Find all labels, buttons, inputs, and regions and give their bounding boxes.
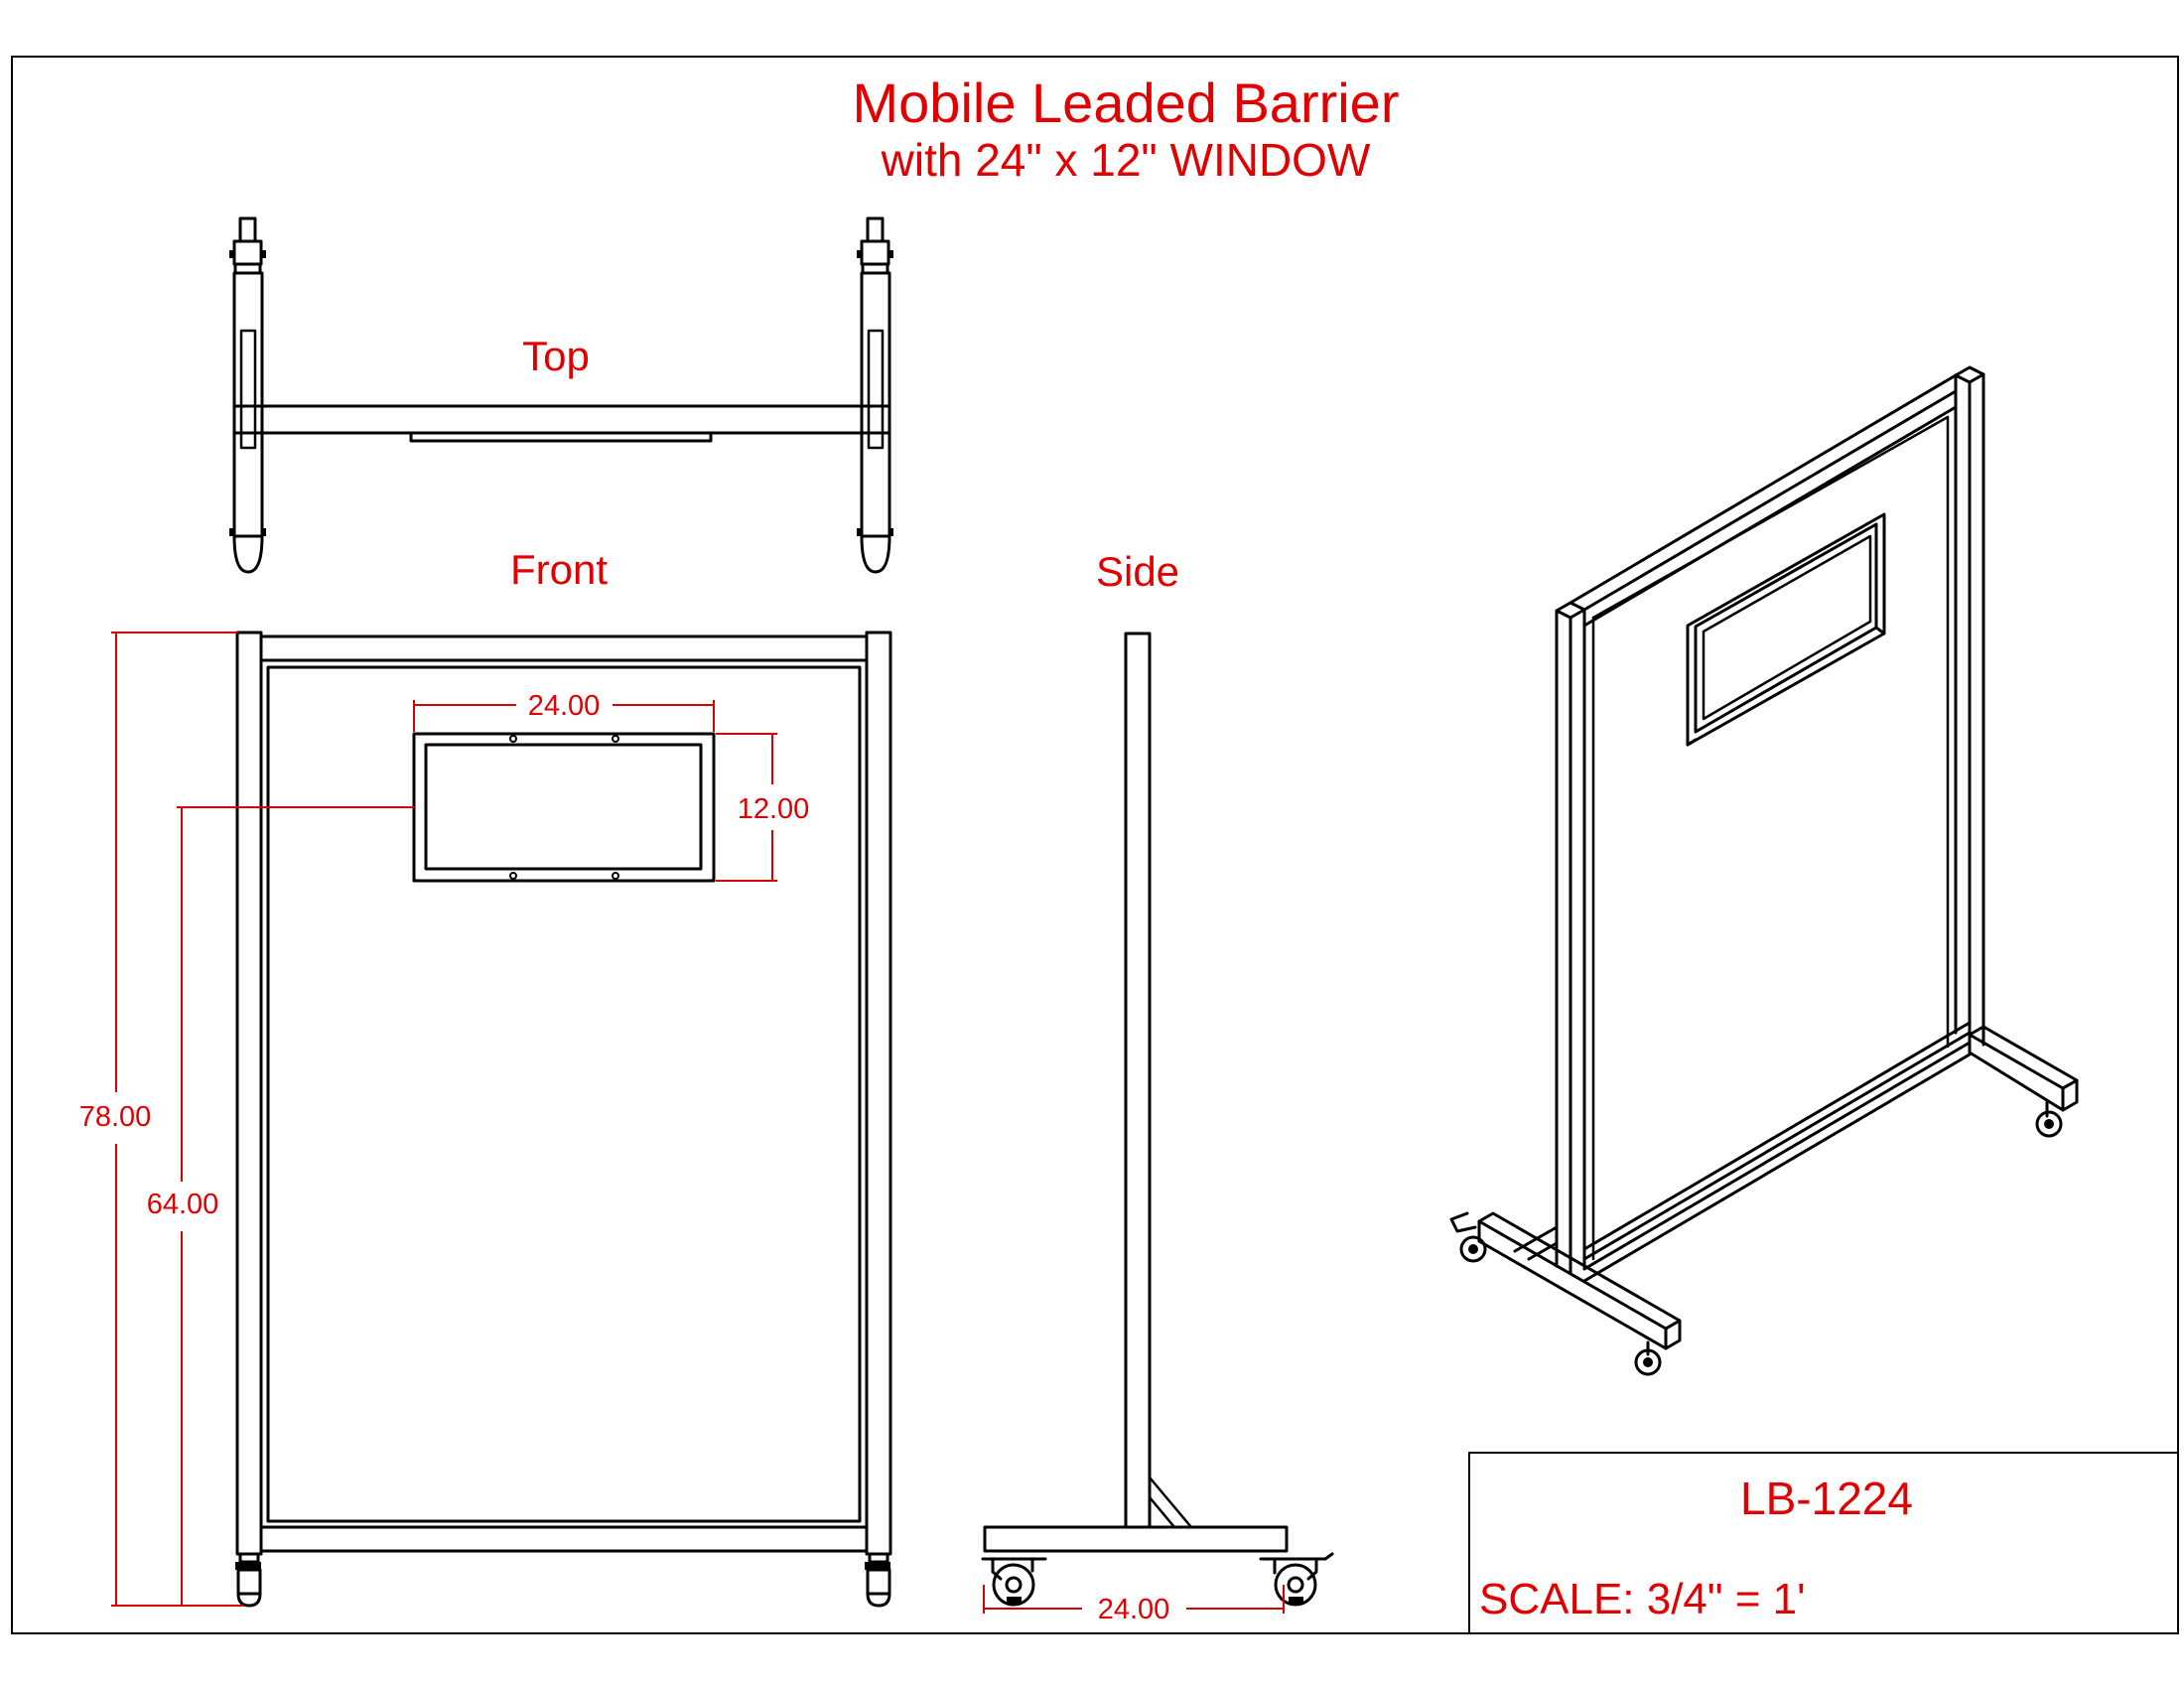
top-view-right-leg: [857, 216, 893, 574]
iso-right-post: [1954, 365, 1985, 1055]
dim-window-from-floor-label: 64.00: [147, 1189, 219, 1220]
top-view: [229, 216, 893, 574]
dim-base-depth-label: 24.00: [1098, 1594, 1170, 1625]
sheet-border: [11, 56, 2179, 1634]
iso-bottom-rail: [1582, 1021, 1972, 1283]
dim-window-width: [413, 700, 715, 732]
iso-right-foot: [1968, 1025, 2079, 1138]
front-window: [412, 732, 716, 883]
front-left-post: [235, 631, 263, 1556]
front-top-rail: [259, 634, 869, 662]
scale-label: SCALE: 3/4" = 1': [1479, 1575, 1806, 1623]
front-panel: [266, 665, 862, 1523]
side-post: [1124, 632, 1152, 1529]
drawing-title: Mobile Leaded Barrier: [853, 71, 1400, 134]
iso-left-post: [1555, 601, 1586, 1275]
dim-window-height: [716, 733, 777, 882]
side-caster-left: [981, 1557, 1047, 1607]
front-view: 78.00 64.00 24.00 12.00: [79, 631, 892, 1608]
side-view: 24.00: [981, 632, 1334, 1625]
dim-overall-height-label: 78.00: [79, 1101, 152, 1133]
side-brace: [1148, 1476, 1193, 1529]
iso-left-foot: [1449, 1211, 1682, 1376]
iso-panel: [1591, 415, 1950, 1261]
top-view-left-leg: [229, 216, 266, 574]
part-number: LB-1224: [1740, 1473, 1913, 1524]
dim-window-height-label: 12.00: [738, 793, 810, 825]
view-label-top: Top: [522, 333, 590, 379]
front-caster-right: [865, 1552, 891, 1608]
dim-overall-height: [111, 632, 243, 1607]
isometric-view: [1449, 365, 2079, 1376]
front-caster-left: [235, 1552, 262, 1608]
dim-window-from-floor: [177, 806, 414, 1606]
dim-base-depth: [983, 1585, 1285, 1614]
view-label-side: Side: [1096, 548, 1179, 595]
front-bottom-rail: [259, 1525, 869, 1553]
front-right-post: [865, 631, 892, 1556]
iso-window: [1686, 512, 1886, 747]
dim-window-width-label: 24.00: [528, 690, 601, 722]
top-view-crossbar: [232, 404, 891, 443]
drawing-subtitle: with 24" x 12" WINDOW: [881, 134, 1371, 186]
side-base: [983, 1525, 1289, 1553]
side-caster-right: [1259, 1552, 1334, 1607]
title-block: [1468, 1452, 2179, 1634]
view-label-front: Front: [510, 546, 608, 593]
